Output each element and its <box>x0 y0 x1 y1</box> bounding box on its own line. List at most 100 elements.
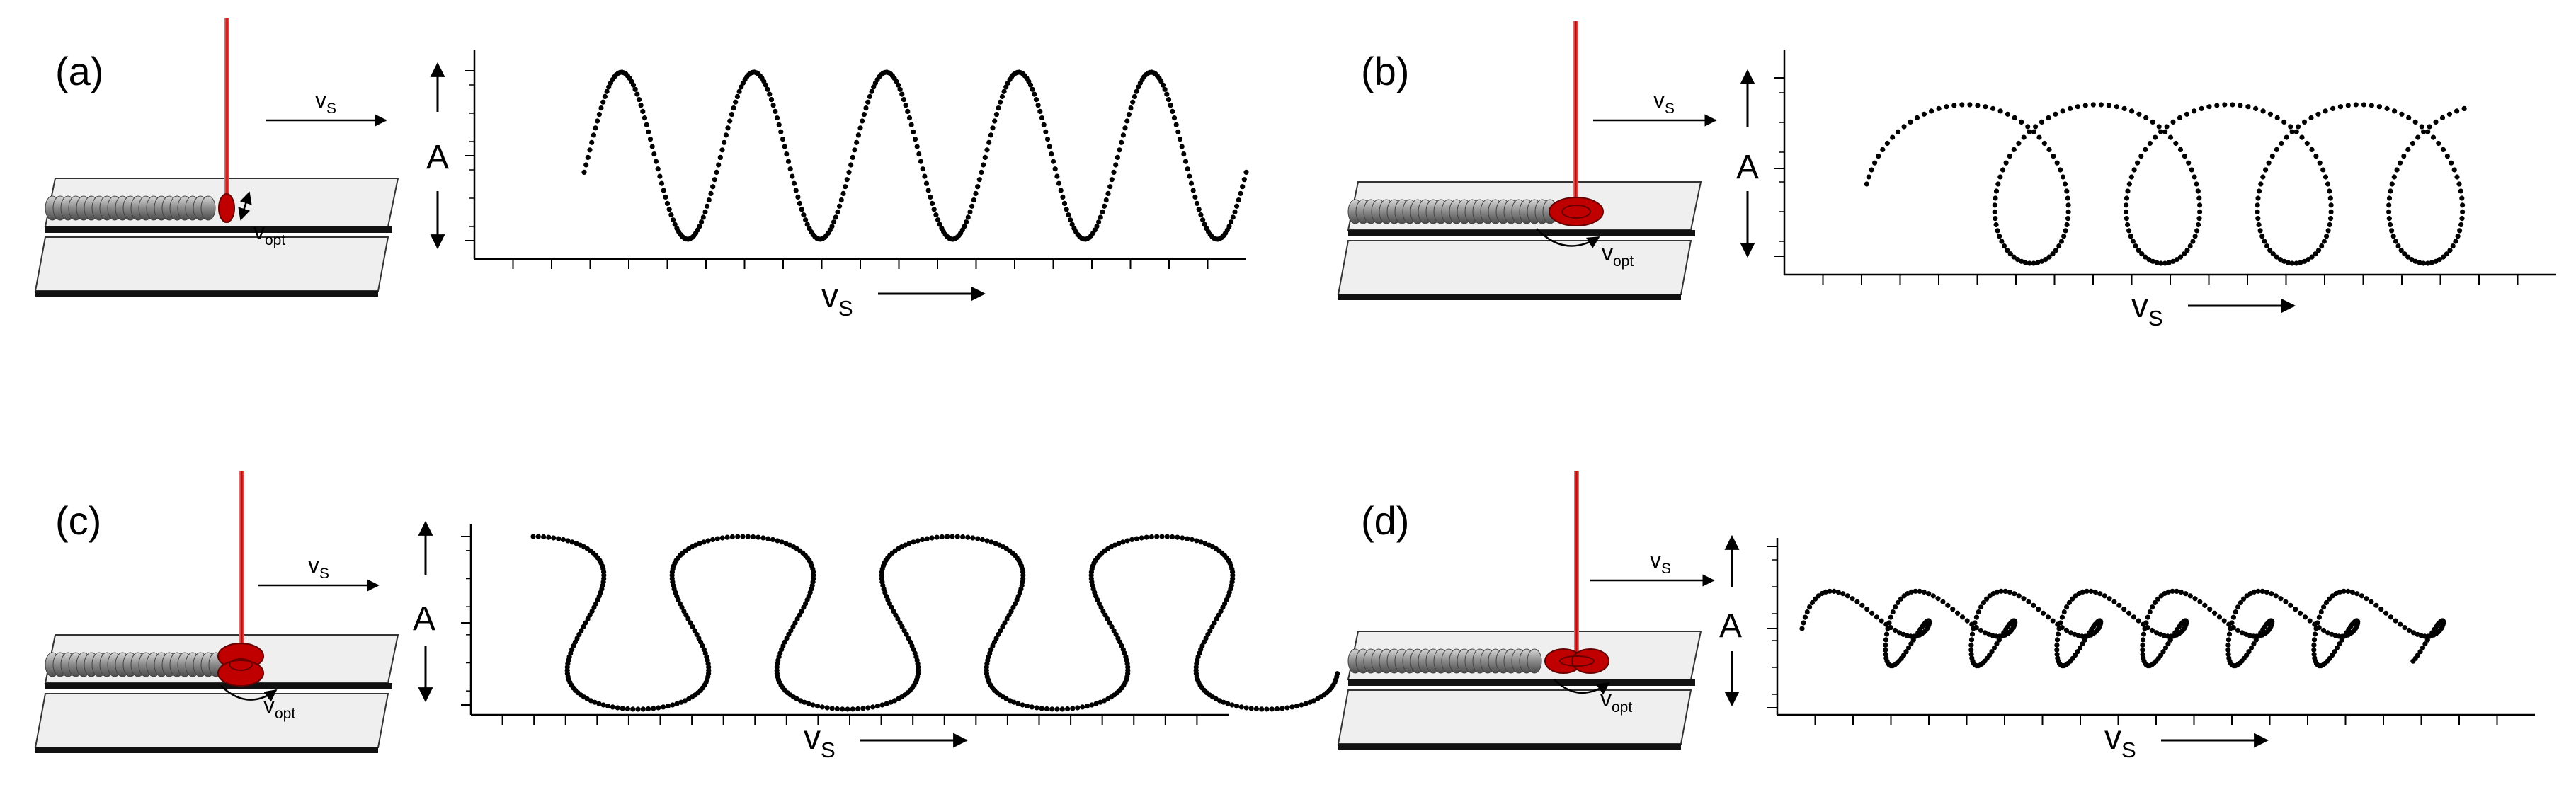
trace-dot <box>797 612 802 618</box>
trace-dot <box>2139 251 2145 257</box>
trace-dot <box>934 534 940 540</box>
trace-dot <box>2444 154 2450 159</box>
trace-dot <box>663 194 668 200</box>
trace-dot <box>782 144 787 149</box>
trace-dot <box>976 177 982 183</box>
trace-dot <box>937 222 942 227</box>
trace-dot <box>1993 222 1999 228</box>
trace-dot <box>2031 602 2036 608</box>
trace-dot <box>1185 166 1190 172</box>
trace-dot <box>1039 706 1044 711</box>
trace-dot <box>1872 160 1878 166</box>
trace-dot <box>973 190 979 196</box>
laser-beam <box>239 471 244 658</box>
trace-dot <box>1930 593 1936 599</box>
trace-dot <box>1926 591 1932 597</box>
trace-dot <box>2327 222 2332 228</box>
trace-dot <box>2325 228 2331 234</box>
trace-dot <box>2461 105 2467 111</box>
trace-dot <box>2145 614 2150 620</box>
trace-dot <box>1096 219 1102 225</box>
trace-dot <box>833 214 838 220</box>
trace-dot <box>2258 181 2264 187</box>
trace-dot <box>993 112 999 117</box>
trace-dot <box>1913 588 1918 594</box>
trace-dot <box>1883 637 1889 643</box>
trace-dot <box>1835 589 1841 595</box>
trace-dot <box>733 99 739 105</box>
feed-label: vS <box>1653 87 1675 117</box>
trace-dot <box>2141 631 2147 637</box>
trace-dot <box>2065 195 2070 201</box>
trace-dot <box>2401 154 2407 159</box>
trace-dot <box>1089 702 1095 708</box>
trace-dot <box>2301 119 2308 125</box>
trace-dot <box>2229 620 2235 626</box>
trace-dot <box>1160 82 1166 88</box>
trace-dot <box>2153 630 2159 636</box>
trace-dot <box>2140 647 2145 653</box>
trace-dot <box>2107 596 2112 602</box>
trace-dot <box>1100 609 1106 614</box>
trace-dot <box>2197 599 2203 604</box>
trace-dot <box>2345 588 2351 594</box>
trace-dot <box>2054 637 2061 643</box>
trace-dot <box>1799 626 1805 631</box>
trace-dot <box>2051 154 2056 159</box>
trace-dot <box>1050 159 1056 164</box>
trace-dot <box>2136 111 2142 117</box>
trace-dot <box>2170 633 2176 639</box>
trace-dot <box>912 137 918 142</box>
trace-dot <box>829 224 835 229</box>
trace-dot <box>1194 200 1200 206</box>
trace-dot <box>2125 222 2131 228</box>
trace-dot <box>1886 620 1892 626</box>
trace-dot <box>2058 620 2063 626</box>
trace-dot <box>2166 260 2172 265</box>
trace-dot <box>1049 706 1055 712</box>
trace-dot <box>2304 140 2310 147</box>
axes <box>465 50 1246 269</box>
trace-dot <box>1115 154 1120 160</box>
trace-dot <box>1243 169 1249 175</box>
trace-dot <box>1968 642 1974 648</box>
trace-dot <box>2424 637 2430 643</box>
trace-dot <box>2143 254 2148 260</box>
trace-dot <box>2189 167 2194 173</box>
trace-dot <box>2216 614 2223 620</box>
trace-dot <box>1007 698 1013 704</box>
trace-dot <box>1132 93 1137 99</box>
trace-dot <box>714 536 720 541</box>
trace-dot <box>1896 129 1901 134</box>
trace-dot <box>1124 118 1130 124</box>
trace-dot <box>2255 216 2261 222</box>
trace-dot <box>1004 616 1010 622</box>
trace-dot <box>2130 239 2136 244</box>
trace-dot <box>2427 124 2432 130</box>
trace-dot <box>2162 645 2169 650</box>
trace-dot <box>1236 197 1241 203</box>
trace-dot <box>2284 134 2289 140</box>
trace-dot <box>1967 102 1973 108</box>
trace-dot <box>916 151 922 157</box>
trace-dot <box>736 88 742 94</box>
trace-dot <box>2402 625 2407 631</box>
trace-dot <box>2077 645 2083 650</box>
trace-dot <box>1200 217 1206 223</box>
trace-dot <box>2225 647 2231 653</box>
trace-dot <box>2019 119 2024 125</box>
trace-dot <box>2174 257 2179 263</box>
trace-dot <box>1117 639 1123 645</box>
trace-dot <box>679 604 685 610</box>
trace-dot <box>2068 630 2073 636</box>
trace-dot <box>606 84 612 90</box>
oscillation-label: vopt <box>1602 240 1634 270</box>
trace-dot <box>1230 214 1236 220</box>
trace-dot <box>824 705 830 711</box>
trace-dot <box>2270 251 2276 257</box>
trace-dot <box>651 151 657 157</box>
trace-dot <box>1119 643 1124 649</box>
trace-dot <box>982 154 988 160</box>
trace-dot <box>600 702 606 708</box>
trace-dot <box>1259 706 1265 712</box>
